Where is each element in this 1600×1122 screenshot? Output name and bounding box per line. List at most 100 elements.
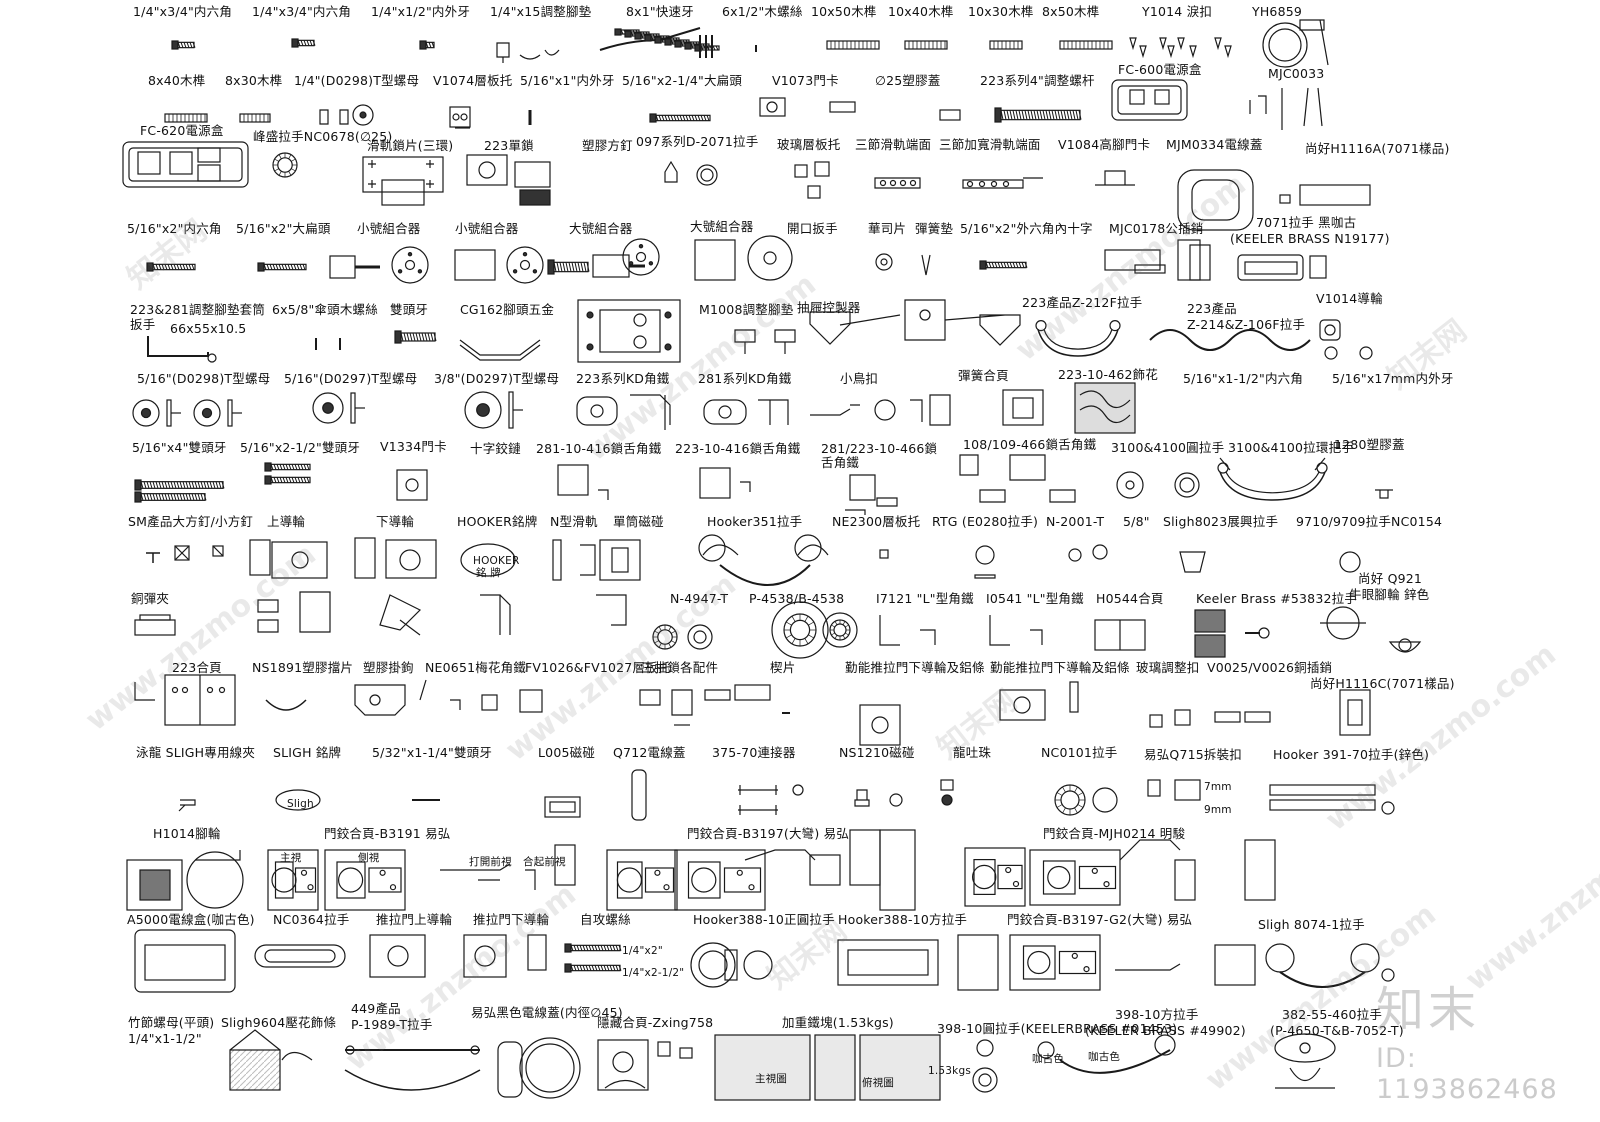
mjc0178-pin <box>1189 244 1211 281</box>
drawing-annotation: 9mm <box>1204 804 1232 816</box>
zxing758-hinge <box>679 1047 693 1059</box>
hinge-screw <box>379 869 386 876</box>
copper-clip <box>134 619 176 636</box>
door-catch <box>759 97 786 117</box>
h1014-caster-fork <box>195 850 241 861</box>
hinge-screw <box>181 686 189 694</box>
round-pull-3100 <box>1174 472 1200 498</box>
bottom-guide-rail <box>999 689 1046 721</box>
part-label: 223-10-416鎖舌角鐵 <box>675 441 801 456</box>
part-label: 三抽鎖各配件 <box>642 660 719 675</box>
part-label: 3100&4100圓拉手 <box>1111 440 1225 455</box>
plastic-cap <box>939 109 961 121</box>
wood-screw <box>684 42 692 50</box>
lock-tongue-466 <box>959 454 1076 503</box>
sligh-nameplate <box>275 789 321 811</box>
part-label: 3100&4100拉環把手 <box>1228 440 1354 455</box>
hinge-cup <box>616 867 643 893</box>
bull-eye-caster <box>1398 638 1412 652</box>
mjh0214-hinge-side <box>1174 859 1196 901</box>
hinge-side <box>554 844 576 886</box>
part-label: (KEELER BRASS N19177) <box>1230 231 1390 246</box>
black-wire-cover-side <box>497 1041 523 1098</box>
drawing-annotation: HOOKER <box>473 555 520 567</box>
teardrop-clip <box>1159 37 1167 51</box>
keeler-53832-pull <box>1194 634 1226 658</box>
small-connector <box>329 255 356 279</box>
knob-rib <box>274 158 279 162</box>
hooker351-pull-rosette <box>794 534 822 562</box>
guide-wheel <box>1324 324 1336 336</box>
knob-rib <box>668 643 672 648</box>
hinge-arm <box>997 864 1023 890</box>
teardrop-clip <box>1177 37 1185 51</box>
knob-rib <box>834 621 838 625</box>
bamboo-nut <box>229 1029 281 1051</box>
part-label: 6x5/8"傘頭木螺絲 <box>272 302 378 317</box>
bird-latch-disc <box>874 399 896 421</box>
magnetic-catch-side <box>596 594 627 626</box>
part-label: 勤能推拉門下導輪及鋁條 <box>845 660 985 675</box>
ring-pull <box>1268 28 1302 62</box>
magnetic-catch <box>599 539 641 581</box>
part-label: 滑軌鎖片(三環) <box>367 138 454 153</box>
kd-bracket <box>590 404 604 418</box>
part-label: V1334門卡 <box>380 439 447 454</box>
dowel <box>904 40 948 50</box>
part-label: Y1014 淚扣 <box>1142 4 1213 19</box>
plate-hole <box>532 269 538 274</box>
black-wire-cover <box>525 1043 575 1093</box>
keeler-53832-pull <box>1194 609 1226 633</box>
66x55-plate <box>599 309 661 353</box>
part-label: NE0651梅花角鐵 <box>425 660 527 675</box>
t-nut-bore <box>359 111 367 119</box>
big-square-nail <box>146 552 160 563</box>
bail-handle <box>1219 457 1326 471</box>
wrench-bar <box>207 353 217 363</box>
top-guide-wheel-assy <box>369 934 426 978</box>
part-label: 8x40木榫 <box>148 73 206 88</box>
kd-bracket-profile <box>758 399 789 425</box>
part-label: Hooker 391-70拉手(鋅色) <box>1273 747 1430 762</box>
part-label: 尚好H1116A(7071樣品) <box>1305 141 1450 156</box>
a5000-wire-box <box>134 929 236 993</box>
v1334-door-catch <box>405 478 419 492</box>
part-label: 勤能推拉門下導輪及鋁條 <box>990 660 1130 675</box>
screw-thread <box>570 945 622 951</box>
top-guide-wheel-assy <box>387 945 409 967</box>
kd-bracket <box>703 399 747 425</box>
teardrop-clip <box>1167 45 1175 59</box>
hinge-cup <box>616 861 643 899</box>
part-label: 66x55x10.5 <box>170 321 247 336</box>
t-nut-side <box>508 391 514 429</box>
t-nut-flange <box>352 104 374 126</box>
wood-screw <box>674 40 682 48</box>
spring-washer <box>921 254 931 276</box>
382-pull-drop <box>1275 1067 1335 1089</box>
part-label: CG162腳頭五金 <box>460 302 555 317</box>
n2001-knob <box>1068 548 1082 562</box>
part-label: 382-55-460拉手 <box>1282 1007 1383 1022</box>
part-label: 223系列KD角鐵 <box>576 371 670 386</box>
drawing-annotation: 1.53kgs <box>928 1065 971 1077</box>
outlet <box>1154 89 1170 105</box>
l-bracket-i0541 <box>989 615 1043 646</box>
part-label: RTG (E0280拉手) <box>932 514 1039 529</box>
d2071-pull <box>696 164 718 186</box>
mjc0033-parts <box>1249 87 1323 130</box>
part-label: 玻璃層板托 <box>777 137 841 152</box>
398-square-pull <box>1037 1041 1055 1059</box>
part-label: 1/4"x15調整腳墊 <box>490 4 592 19</box>
hooker388-round-pull <box>698 950 728 980</box>
top-guide-wheel <box>291 551 309 569</box>
p1989-pull <box>345 1045 355 1055</box>
wood-screw <box>634 32 642 40</box>
drawer-controller <box>809 311 851 345</box>
screw-thread <box>297 40 316 46</box>
mjc0178-pin <box>1177 239 1201 281</box>
screw-thread <box>570 965 622 971</box>
knob <box>693 630 707 644</box>
375-connector <box>792 784 804 796</box>
shelf-support-fv <box>519 689 543 713</box>
